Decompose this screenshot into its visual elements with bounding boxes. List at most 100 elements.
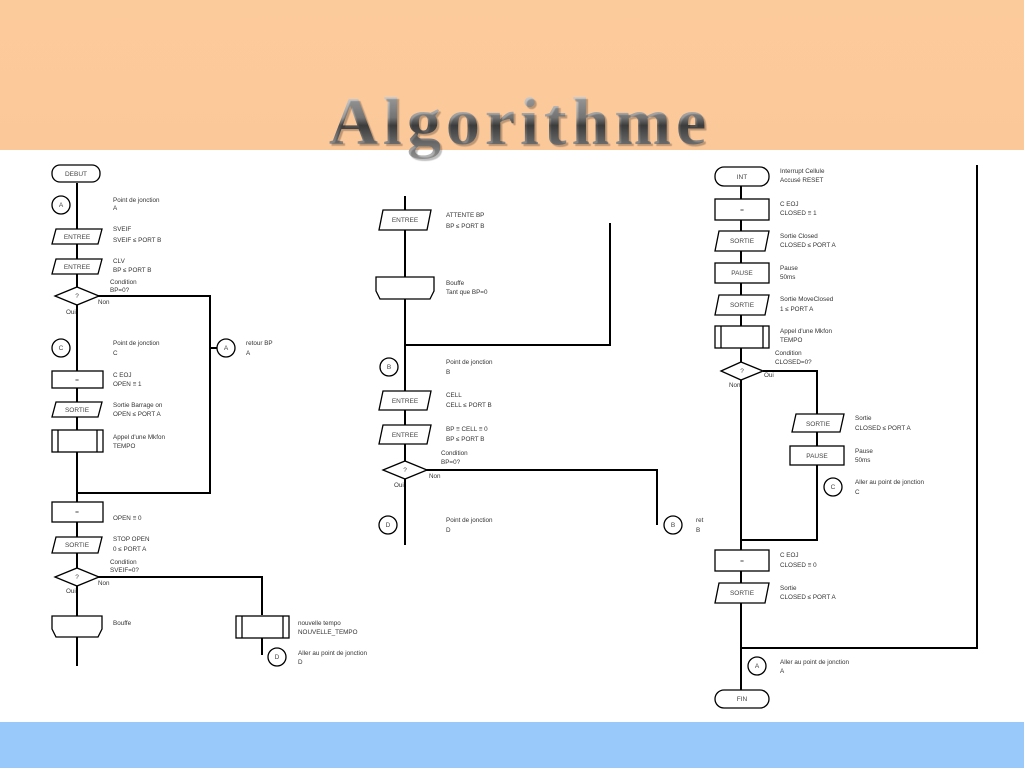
note-label: TEMPO [113, 443, 135, 450]
note-label: 1 ≤ PORT A [780, 306, 814, 313]
decision-mark: ? [740, 368, 744, 375]
input-label: ENTREE [392, 432, 419, 439]
connector-d [378, 515, 398, 535]
note-label: OPEN ≤ PORT A [113, 411, 161, 418]
note-label: CLOSED ≤ PORT A [780, 242, 837, 249]
note-label: BP=0? [441, 459, 461, 466]
connector-label: A [224, 345, 229, 352]
note-label: BP ≤ PORT B [446, 436, 484, 443]
output-label: SORTIE [730, 238, 755, 245]
output-block [51, 536, 103, 554]
note-label: CLOSED ≡ 1 [780, 210, 817, 217]
note-label: Aller au point de jonction [298, 650, 367, 657]
note-label: Condition [110, 559, 137, 566]
note-label: C [113, 350, 118, 357]
note-label: D [298, 659, 303, 666]
note-label: A [113, 205, 118, 212]
note-label: Sortie MoveClosed [780, 296, 834, 303]
note-label: Accusé RESET [780, 177, 824, 184]
note-label: BP ≤ PORT B [446, 223, 484, 230]
note-label: BP=0? [110, 287, 130, 294]
input-label: ENTREE [392, 217, 419, 224]
output-block [714, 294, 770, 316]
output-label: SORTIE [730, 590, 755, 597]
svg-text:=: = [75, 509, 79, 516]
display-block [375, 276, 435, 300]
note-label: SVEIF [113, 226, 131, 233]
display-block [51, 615, 103, 638]
output-label: SORTIE [730, 302, 755, 309]
connector-c-label: C [59, 345, 64, 352]
flowchart-column-3: INT Interrupt Cellule Accusé RESET = C E… [714, 165, 978, 709]
output-block [714, 230, 770, 252]
connector-b [379, 357, 399, 377]
input-block [378, 424, 432, 445]
note-label: OPEN ≡ 0 [113, 515, 142, 522]
note-label: CLV [113, 258, 126, 265]
note-label: SVEIF ≤ PORT B [113, 237, 161, 244]
note-label: Sortie Closed [780, 233, 818, 240]
input-label: ENTREE [64, 264, 91, 271]
note-label: CLOSED ≤ PORT A [855, 425, 912, 432]
output-label: SORTIE [65, 542, 90, 549]
note-label: CELL [446, 392, 462, 399]
branch-yes-label: Oui [394, 482, 404, 489]
note-label: Pause [855, 448, 873, 455]
subroutine-block [235, 615, 290, 639]
note-label: B [696, 527, 700, 534]
process-block [714, 198, 770, 221]
note-label: Aller au point de jonction [780, 659, 849, 666]
note-label: Point de jonction [113, 340, 160, 347]
branch-no-label: Non [429, 473, 441, 480]
note-label: Appel d'une Mkfon [780, 328, 832, 335]
note-label: Pause [780, 265, 798, 272]
connector-c [51, 338, 71, 358]
connector-a-label: A [755, 663, 760, 670]
note-label: Bouffe [446, 280, 465, 287]
note-label: Sortie [780, 585, 797, 592]
note-label: Condition [441, 450, 468, 457]
interrupt-label: INT [737, 174, 748, 181]
note-label: ret [696, 517, 704, 524]
connector-a-label: A [59, 202, 64, 209]
note-label: Condition [775, 350, 802, 357]
note-label: BP ≡ CELL ≡ 0 [446, 426, 488, 433]
note-label: C EOJ [113, 372, 132, 379]
input-block [51, 228, 103, 245]
note-label: A [780, 668, 785, 675]
subroutine-block [714, 325, 770, 349]
output-block [714, 582, 770, 604]
decision-diamond [53, 567, 101, 587]
flowchart-column-1: DEBUT A Point de jonction A ENTREE SVEIF… [51, 164, 367, 667]
note-label: C EOJ [780, 201, 799, 208]
input-block [51, 258, 103, 275]
note-label: CLOSED ≡ 0 [780, 562, 817, 569]
connector-d-label: D [275, 654, 280, 661]
connector-c [823, 477, 843, 497]
process-block [714, 549, 770, 572]
start-label: DEBUT [65, 171, 87, 178]
note-label: NOUVELLE_TEMPO [298, 629, 358, 636]
flowchart-column-2: ENTREE ATTENTE BP BP ≤ PORT B Bouffe Tan… [375, 196, 704, 545]
connector-a [51, 195, 71, 215]
note-label: Condition [110, 279, 137, 286]
interrupt-terminal [714, 166, 770, 187]
note-label: 0 ≤ PORT A [113, 546, 147, 553]
output-label: SORTIE [65, 407, 90, 414]
branch-yes-label: Oui [66, 588, 76, 595]
note-label: Point de jonction [113, 197, 160, 204]
branch-no-label: Non [98, 299, 110, 306]
connector-b-label: B [387, 364, 391, 371]
input-block [378, 209, 432, 231]
start-terminal [51, 164, 101, 183]
output-label: SORTIE [806, 421, 831, 428]
connector-d-label: D [386, 522, 391, 529]
note-label: CLOSED=0? [775, 359, 812, 366]
connector-c-label: C [831, 484, 836, 491]
note-label: Interrupt Cellule [780, 168, 825, 175]
note-label: OPEN ≡ 1 [113, 381, 142, 388]
decision-mark: ? [403, 467, 407, 474]
pause-block [789, 445, 845, 466]
connector-b-return [663, 515, 683, 535]
decision-mark: ? [75, 574, 79, 581]
